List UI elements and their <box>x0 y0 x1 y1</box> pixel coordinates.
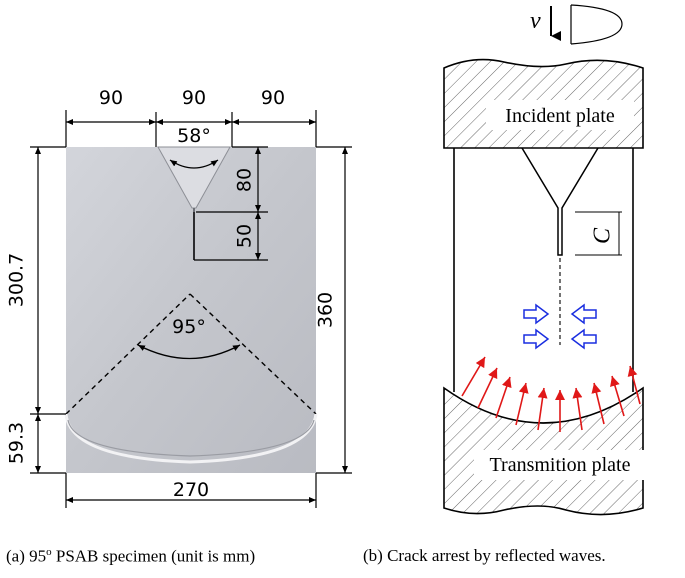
reflected-arrow-5 <box>537 387 548 431</box>
compress-arrow-left-top <box>523 303 550 325</box>
dim-bottom-width: 270 <box>173 479 209 501</box>
crack-length-dim <box>575 211 622 256</box>
compress-arrow-left-bottom <box>523 328 550 350</box>
reflected-arrow-9 <box>610 375 625 417</box>
caption-a: (a) 95o PSAB specimen (unit is mm) <box>6 546 255 567</box>
dim-fan-angle: 95° <box>172 316 206 338</box>
compress-arrow-right-top <box>570 303 597 325</box>
transmission-label-bg <box>474 450 646 480</box>
compress-arrow-right-bottom <box>570 328 597 350</box>
dim-left-lower: 59.3 <box>6 422 28 464</box>
fan-angle-arc <box>137 344 241 360</box>
arc-groove-shadow <box>67 419 315 457</box>
reflected-arrow-1 <box>461 356 486 397</box>
transmission-plate-label: Transmition plate <box>490 454 631 476</box>
dim-top-right: 90 <box>261 87 285 109</box>
reflected-arrow-3 <box>495 376 512 419</box>
dim-top-left: 90 <box>99 87 123 109</box>
caption-b: (b) Crack arrest by reflected waves. <box>363 546 606 565</box>
reflected-wave-arrows <box>461 356 641 432</box>
dim-notch-depth: 80 <box>234 168 256 192</box>
velocity-profile-curve <box>570 4 623 45</box>
fan-edge-left <box>65 293 191 415</box>
notch-dimensions <box>193 146 268 261</box>
notch-angle-arc <box>169 159 219 169</box>
reflected-arrow-7 <box>572 387 583 431</box>
reflected-arrow-10 <box>627 365 641 405</box>
dim-top-mid: 90 <box>182 87 206 109</box>
incident-plate-label: Incident plate <box>505 105 615 127</box>
top-dimensions <box>65 110 317 147</box>
crack-length-symbol: C <box>590 227 616 244</box>
velocity-symbol: v <box>530 8 541 34</box>
right-dimensions <box>316 146 352 474</box>
fan-edge-right <box>189 293 317 415</box>
notch-outline <box>521 147 599 256</box>
reflected-arrow-8 <box>591 382 605 425</box>
bottom-dimensions <box>65 473 317 508</box>
dim-left-upper: 300.7 <box>6 253 28 307</box>
incident-label-bg <box>486 100 634 130</box>
dim-slit-depth: 50 <box>234 224 256 248</box>
left-dimensions <box>30 146 66 474</box>
arc-groove <box>64 413 318 464</box>
dim-right-total: 360 <box>315 292 337 328</box>
caption-a-post: PSAB specimen (unit is mm) <box>51 546 256 566</box>
reflected-arrow-4 <box>515 382 529 426</box>
caption-a-degree: o <box>46 546 52 558</box>
compression-arrows <box>523 303 597 350</box>
reflected-arrow-2 <box>477 367 498 409</box>
dim-notch-angle: 58° <box>177 125 211 147</box>
panel-a-specimen <box>64 146 318 473</box>
caption-a-pre: (a) 95 <box>6 546 47 566</box>
